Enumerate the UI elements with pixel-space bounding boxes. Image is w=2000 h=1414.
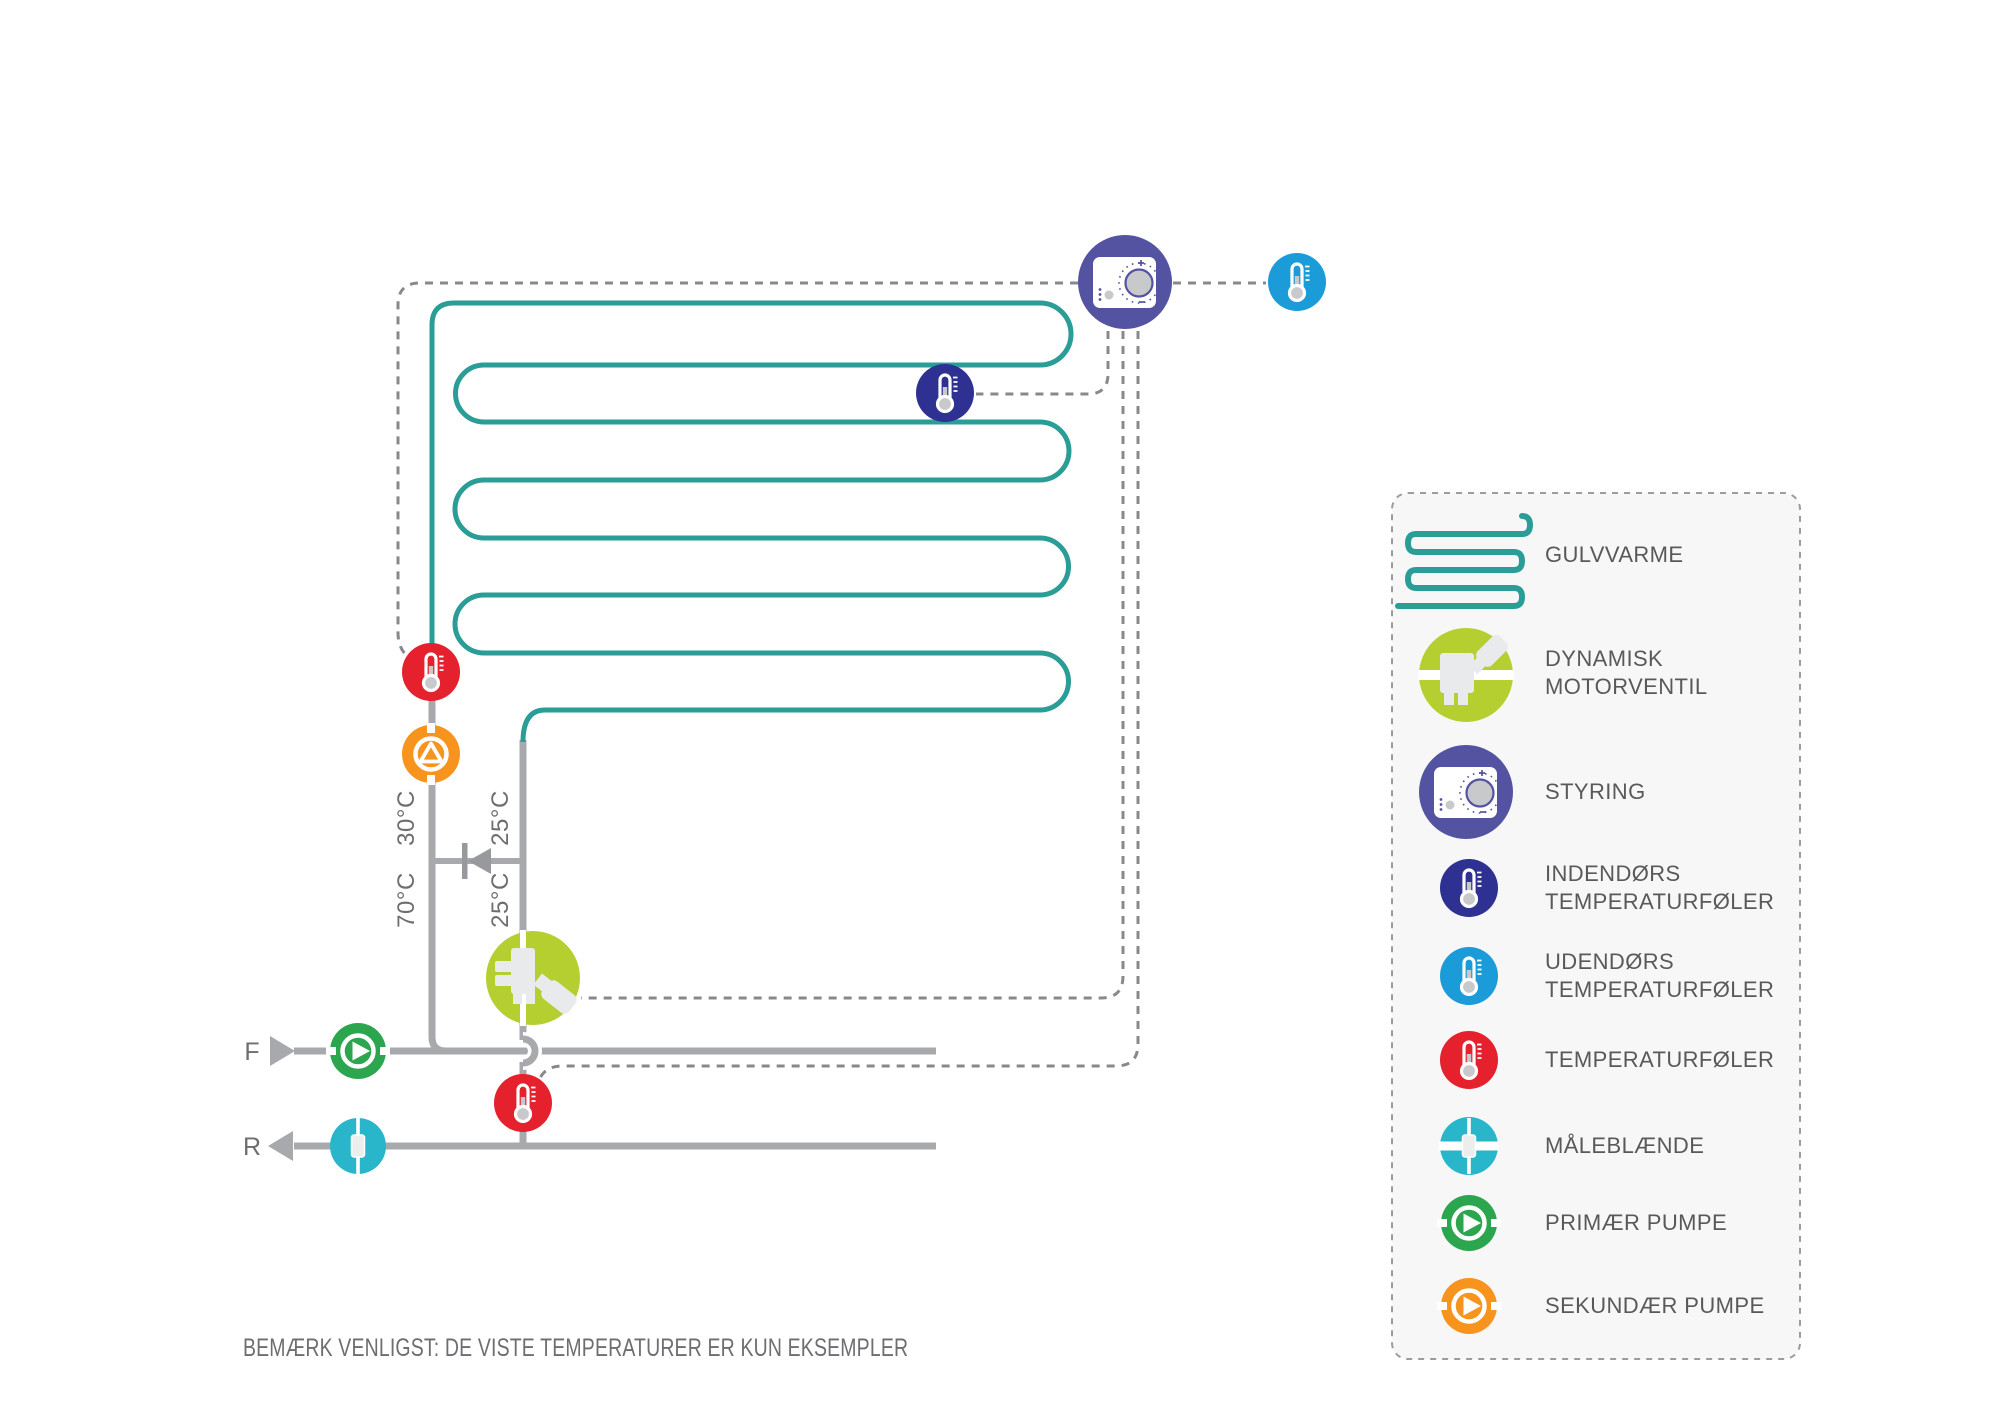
legend-label-line: MOTORVENTIL <box>1545 674 1708 699</box>
controller-glyph <box>1432 765 1502 820</box>
controller-icon <box>1419 745 1513 839</box>
pipe-crossing-bridge <box>522 1035 539 1067</box>
legend-label-gulvvarme: GULVVARME <box>1545 542 1684 567</box>
dynamic-motor-valve-icon <box>486 930 580 1026</box>
legend-label-line: DYNAMISK <box>1545 646 1664 671</box>
legend-label-line: TEMPERATURFØLER <box>1545 889 1775 914</box>
return-top-temp-label: 25°C <box>487 790 514 846</box>
cable-controller-to-motor-valve <box>581 331 1125 1000</box>
legend-label-line: TEMPERATURFØLER <box>1545 977 1775 1002</box>
supply-temp-sensor-icon <box>402 643 460 701</box>
primary-pump-icon <box>1437 1195 1501 1251</box>
floor-heating-coil <box>429 300 1074 743</box>
secondary-pump-icon <box>1437 1278 1501 1334</box>
dynamic-motor-valve-icon <box>1418 628 1514 722</box>
controller-icon <box>1078 235 1172 329</box>
outdoor-temp-sensor-icon <box>1268 253 1326 311</box>
return-bottom-temp-label: 25°C <box>487 872 514 928</box>
controller-glyph <box>1091 255 1161 310</box>
cable-controller-to-supply-sensor <box>396 281 1078 661</box>
indoor-temp-sensor-icon <box>1440 859 1498 917</box>
control-cables <box>396 281 1266 1081</box>
pipes <box>294 655 936 1150</box>
outdoor-temp-sensor-icon <box>1440 947 1498 1005</box>
cable-controller-to-indoor-sensor <box>976 331 1110 396</box>
check-valve <box>462 843 491 879</box>
pump-ring <box>413 736 449 772</box>
disclaimer-note: BEMÆRK VENLIGST: DE VISTE TEMPERATURER E… <box>243 1334 908 1362</box>
legend-label-styring: STYRING <box>1545 779 1646 804</box>
pump-triangle <box>418 741 444 764</box>
pipe-notch <box>427 775 435 785</box>
indoor-temp-sensor-icon <box>916 364 974 422</box>
secondary-pump-icon <box>402 723 460 785</box>
supply-top-temp-label: 30°C <box>393 790 420 846</box>
supply-bottom-temp-label: 70°C <box>393 872 420 928</box>
flow-arrow <box>270 1036 295 1066</box>
legend-label-temperaturfoeler: TEMPERATURFØLER <box>1545 1047 1775 1072</box>
flow-return-label: R <box>243 1133 261 1161</box>
legend-label-line: UDENDØRS <box>1545 949 1675 974</box>
pipe-notch <box>427 723 435 733</box>
orifice-plate-icon <box>1439 1117 1499 1175</box>
floor-heating-icon <box>1395 513 1534 609</box>
flow-supply-label: F <box>244 1038 259 1066</box>
cable-controller-to-return-sensor <box>537 331 1140 1081</box>
legend-label-dynamisk-motorventil: DYNAMISK MOTORVENTIL <box>1545 645 1805 701</box>
legend-label-udendoers: UDENDØRS TEMPERATURFØLER <box>1545 948 1805 1004</box>
legend-label-line: INDENDØRS <box>1545 861 1681 886</box>
temp-sensor-icon <box>1440 1031 1498 1089</box>
primary-pump-icon <box>326 1023 390 1079</box>
legend-label-sekundaer-pumpe: SEKUNDÆR PUMPE <box>1545 1293 1765 1318</box>
secondary-pump-circle <box>402 725 460 783</box>
orifice-plate-icon <box>330 1117 386 1175</box>
legend-label-primaer-pumpe: PRIMÆR PUMPE <box>1545 1210 1728 1235</box>
return-arrow <box>268 1131 293 1161</box>
supply-pipe-vertical <box>428 655 447 1055</box>
legend-label-maaleblaende: MÅLEBLÆNDE <box>1545 1133 1705 1158</box>
legend-label-indendoers: INDENDØRS TEMPERATURFØLER <box>1545 860 1805 916</box>
return-temp-sensor-icon <box>494 1074 552 1132</box>
